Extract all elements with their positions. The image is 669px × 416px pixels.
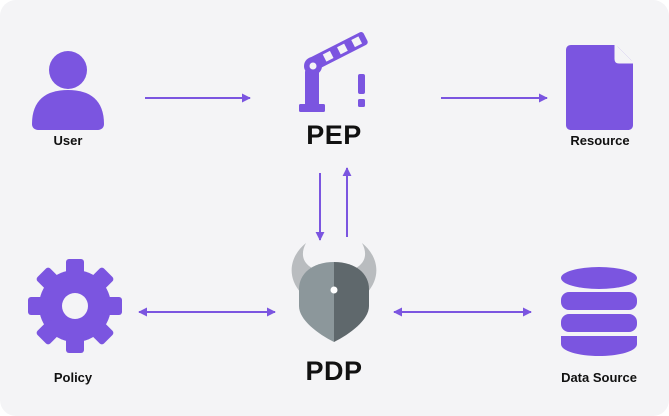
database-icon: [561, 267, 637, 356]
pdp-label: PDP: [305, 356, 363, 386]
opa-viking-helmet-icon: [291, 243, 377, 342]
data-source-label: Data Source: [561, 370, 637, 385]
user-icon: [32, 51, 104, 130]
resource-label: Resource: [570, 133, 630, 148]
gear-icon: [28, 259, 122, 353]
policy-label: Policy: [53, 370, 93, 385]
pep-label: PEP: [306, 120, 362, 150]
document-icon: [566, 45, 633, 130]
barrier-gate-icon: [299, 32, 368, 112]
user-label: User: [53, 133, 83, 148]
